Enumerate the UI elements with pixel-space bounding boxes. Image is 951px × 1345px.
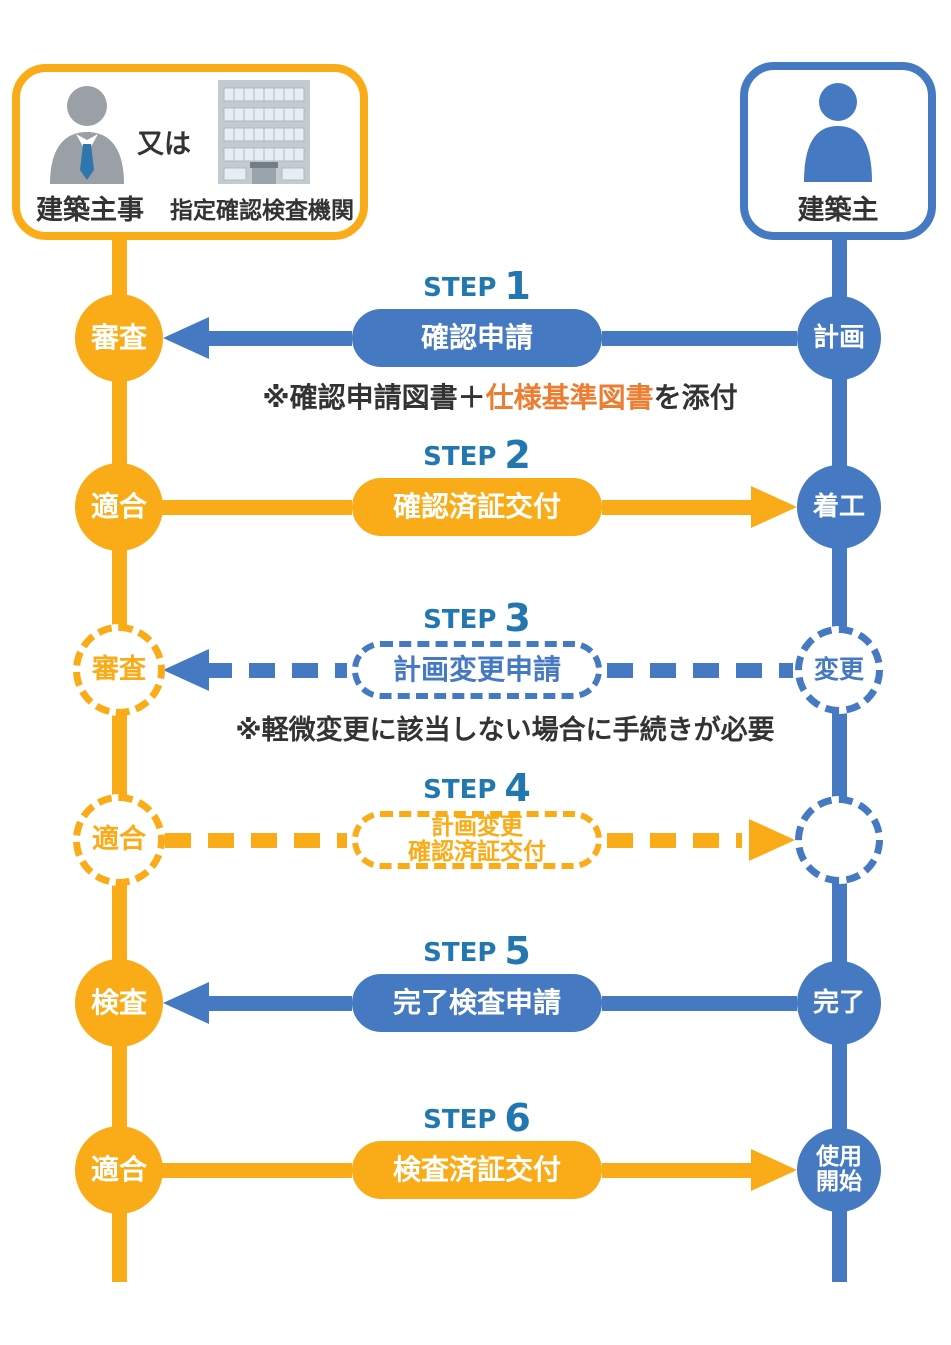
step6-arrow-shaft xyxy=(602,1163,753,1178)
step2-arrowhead-icon xyxy=(751,486,797,528)
step1-arrow-shaft xyxy=(206,331,352,346)
owner-actor-box: 建築主 xyxy=(740,62,936,240)
step3-note: ※軽微変更に該当しない場合に手続きが必要 xyxy=(235,715,775,746)
step1-connector xyxy=(602,331,797,346)
step1-pill: 確認申請 xyxy=(352,309,602,367)
step3-left-node: 審査 xyxy=(73,624,165,716)
step4-right-node xyxy=(795,796,883,884)
step3-connector xyxy=(607,663,793,678)
examiner-actor-box: 又は 建築主事 指定確認検査機関 xyxy=(12,64,368,240)
step6-left-node: 適合 xyxy=(75,1126,163,1214)
step4-connector xyxy=(165,833,347,848)
step6-arrowhead-icon xyxy=(751,1149,797,1191)
step6-pill: 検査済証交付 xyxy=(352,1141,602,1199)
examiner-org-label: 指定確認検査機関 xyxy=(170,198,354,224)
owner-label: 建築主 xyxy=(797,195,879,226)
step5-left-node: 検査 xyxy=(75,959,163,1047)
building-icon xyxy=(218,80,310,184)
owner-person-icon xyxy=(804,83,872,182)
step5-arrowhead-icon xyxy=(163,982,209,1024)
step5-arrow-shaft xyxy=(206,996,352,1011)
step2-connector xyxy=(150,500,352,515)
step1-note: ※確認申請図書＋仕様基準図書を添付 xyxy=(262,381,738,414)
step5-connector xyxy=(602,996,797,1011)
official-person-icon xyxy=(50,86,124,184)
step5-right-node: 完了 xyxy=(797,961,881,1045)
examiner-person-label: 建築主事 xyxy=(36,195,144,226)
step3-right-node: 変更 xyxy=(795,626,883,714)
step2-pill: 確認済証交付 xyxy=(352,478,602,536)
step3-pill: 計画変更申請 xyxy=(352,641,602,699)
step4-arrowhead-icon xyxy=(749,819,795,861)
step3-arrowhead-icon xyxy=(163,649,209,691)
step6-right-node: 使用 開始 xyxy=(797,1128,881,1212)
step1-arrowhead-icon xyxy=(163,317,209,359)
step6-connector xyxy=(150,1163,352,1178)
step4-left-node: 適合 xyxy=(73,794,165,886)
step2-arrow-shaft xyxy=(602,500,753,515)
step5-pill: 完了検査申請 xyxy=(352,974,602,1032)
owner-timeline xyxy=(832,238,847,1282)
step3-arrow-shaft xyxy=(206,663,347,678)
step2-right-node: 着工 xyxy=(797,465,881,549)
step4-arrow-shaft xyxy=(607,833,742,848)
step2-left-node: 適合 xyxy=(75,463,163,551)
step4-pill: 計画変更 確認済証交付 xyxy=(352,811,602,869)
step1-left-node: 審査 xyxy=(75,294,163,382)
or-text: 又は xyxy=(137,129,191,160)
step1-right-node: 計画 xyxy=(797,296,881,380)
